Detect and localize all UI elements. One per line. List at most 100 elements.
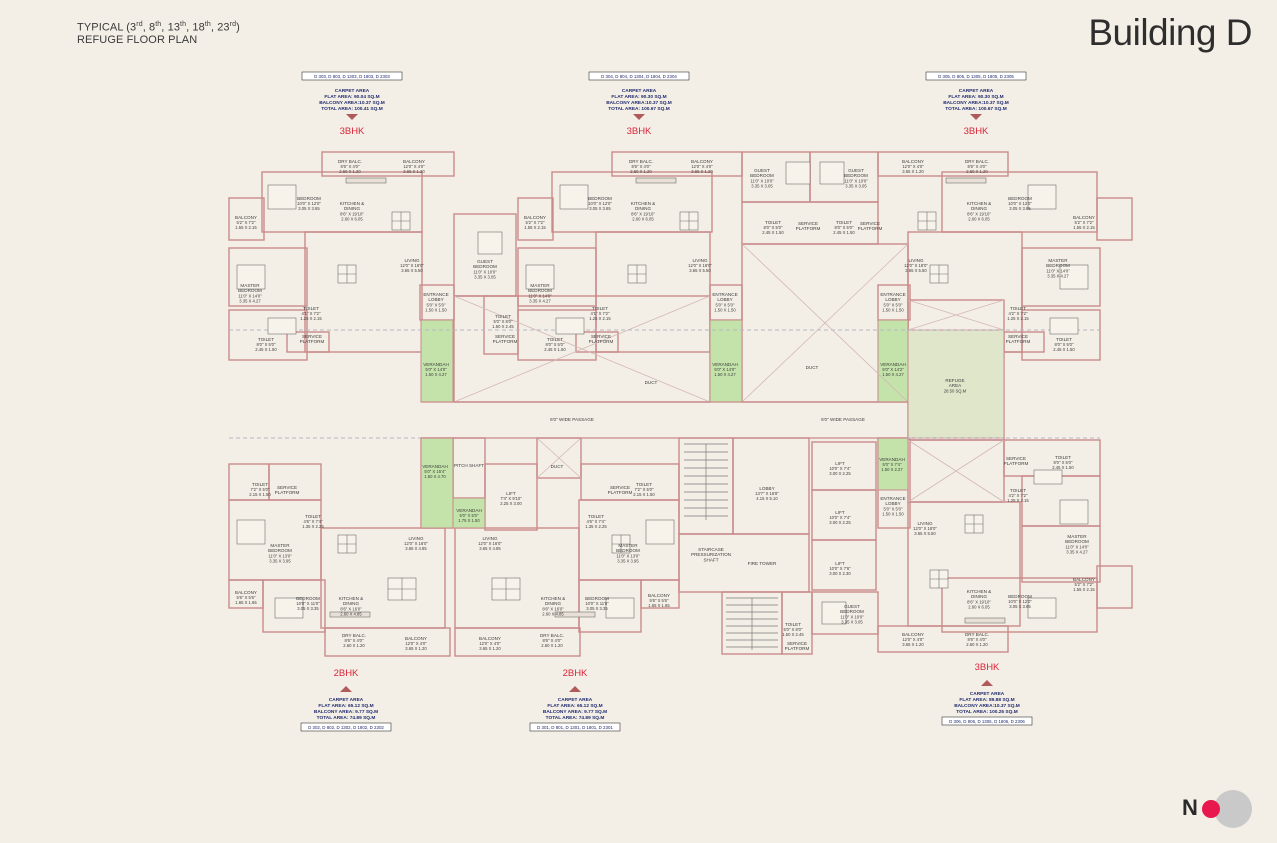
room-dims: 11'0" X 14'0" xyxy=(1065,544,1089,549)
room-name: BALCONY xyxy=(648,593,670,598)
room-dims: 8'6" X 19'10" xyxy=(340,211,364,216)
room-dims: 10'0" X 11'0" xyxy=(296,601,320,606)
room-metric: 1.55 X 2.15 xyxy=(235,225,257,230)
room-name: PITCH SHAFT xyxy=(454,463,484,468)
room-name: BALCONY xyxy=(235,590,257,595)
room-dims: 12'0" X 16'0" xyxy=(404,541,428,546)
room-metric: 2.45 X 1.50 xyxy=(1053,347,1075,352)
room-name: BEDROOM xyxy=(844,173,868,178)
room-metric: 3.65 X 4.85 xyxy=(479,546,501,551)
room-name: MASTER xyxy=(240,283,260,288)
room-name: TOILET xyxy=(765,220,781,225)
room-name: TOILET xyxy=(1010,488,1026,493)
room-dims: 5'0" X 8'0" xyxy=(493,319,513,324)
room-name: BALCONY xyxy=(403,159,425,164)
room-dims: 8'0" X 5'0" xyxy=(256,342,276,347)
room-metric: 1.25 X 2.15 xyxy=(1007,498,1029,503)
room-name: BEDROOM xyxy=(616,548,640,553)
room-label: DRY BALC.8'6" X 4'0"2.60 X 1.20 xyxy=(965,159,989,174)
room-name: KITCHEN & xyxy=(541,596,566,601)
room-dims: 10'0" X 11'0" xyxy=(585,601,609,606)
room-dims: 5'0" X 14'2" xyxy=(882,367,904,372)
room-name: SERVICE xyxy=(798,221,818,226)
area-line: FLAT AREA: 90.30 SQ.M xyxy=(611,94,666,100)
room-dims: 8'6" X 19'10" xyxy=(967,599,991,604)
room-name: LIFT xyxy=(835,561,845,566)
room-dims: 13'7" X 16'8" xyxy=(755,491,779,496)
room-metric: 3.35 X 4.27 xyxy=(529,298,551,303)
room-name: MASTER xyxy=(1067,534,1087,539)
room-name: BEDROOM xyxy=(297,196,321,201)
room-name: LIVING xyxy=(908,258,923,263)
room-metric: 1.50 X 1.50 xyxy=(882,307,904,312)
room-dims: 5'2" X 7'2" xyxy=(1074,220,1094,225)
unit-info-top: D 303, D 803, D 1303, D 1803, D 2303CARP… xyxy=(301,71,1027,137)
room-name: TOILET xyxy=(305,514,321,519)
area-line: BALCONY AREA:10.37 SQ.M xyxy=(943,100,1009,106)
area-line: TOTAL AREA: 100.25 SQ.M xyxy=(956,709,1017,715)
room-metric: 1.50 X 4.27 xyxy=(714,372,736,377)
room-metric: 2.60 X 6.05 xyxy=(968,216,990,221)
room-name: LIFT xyxy=(835,510,845,515)
room-name: BEDROOM xyxy=(585,596,609,601)
room-metric: 1.25 X 2.15 xyxy=(300,316,322,321)
room-metric: 3.65 X 5.50 xyxy=(689,268,711,273)
room-metric: 3.65 X 1.20 xyxy=(902,169,924,174)
unit-info: D 304, D 804, D 1304, D 1804, D 2304CARP… xyxy=(588,71,690,137)
room-metric: 3.35 X 3.05 xyxy=(474,274,496,279)
unit-type: 3BHK xyxy=(975,662,1000,673)
unit-info: D 303, D 803, D 1303, D 1803, D 2303CARP… xyxy=(301,71,403,137)
room-name: VERANDAH xyxy=(880,362,906,367)
room-name: PLATFORM xyxy=(858,226,883,231)
room-dims: 8'6" X 4'0" xyxy=(631,164,651,169)
staircase xyxy=(684,443,778,650)
refuge-area-fill xyxy=(907,329,1005,439)
room-dims: 10'0" X 7'6" xyxy=(829,566,851,571)
unit-type: 2BHK xyxy=(334,668,359,679)
room-label: DUCT xyxy=(806,365,819,370)
room-name: TOILET xyxy=(836,220,852,225)
room-dims: 12'0" X 18'0" xyxy=(400,263,424,268)
room-name: LIVING xyxy=(917,521,932,526)
room-name: BEDROOM xyxy=(750,173,774,178)
room-dims: 11'0" X 13'0" xyxy=(616,553,640,558)
room-dims: 5'0" X 5'0" xyxy=(426,302,446,307)
unit-type: 3BHK xyxy=(627,126,652,137)
room-dims: 11'0" X 14'0" xyxy=(238,293,262,298)
room-dims: 5'0" X 14'0" xyxy=(425,367,447,372)
room-dims: 5'0" X 8'0" xyxy=(783,627,803,632)
room-name: KITCHEN & xyxy=(967,589,992,594)
room-name: ENTRANCE xyxy=(423,292,448,297)
room-dims: 11'0" X 10'0" xyxy=(750,178,774,183)
room-metric: 2.45 X 1.50 xyxy=(1052,465,1074,470)
room-metric: 1.50 X 2.45 xyxy=(492,324,514,329)
room-dims: 12'0" X 18'0" xyxy=(904,263,928,268)
room-name: BALCONY xyxy=(524,215,546,220)
area-line: CARPET AREA xyxy=(622,88,657,94)
room-metric: 2.45 X 1.50 xyxy=(762,230,784,235)
room-metric: 3.35 X 3.05 xyxy=(845,183,867,188)
room-name: KITCHEN & xyxy=(340,201,365,206)
unit-top-right-walls xyxy=(877,151,1133,361)
room-metric: 3.05 X 3.65 xyxy=(1009,604,1031,609)
room-name: VERANDAH xyxy=(879,457,905,462)
flat-numbers: D 302, D 802, D 1302, D 1802, D 2302 xyxy=(308,725,384,730)
room-dims: 5'0" X 15'4" xyxy=(424,469,446,474)
room-label: DRY BALC.8'6" X 4'0"2.60 X 1.20 xyxy=(540,633,564,648)
